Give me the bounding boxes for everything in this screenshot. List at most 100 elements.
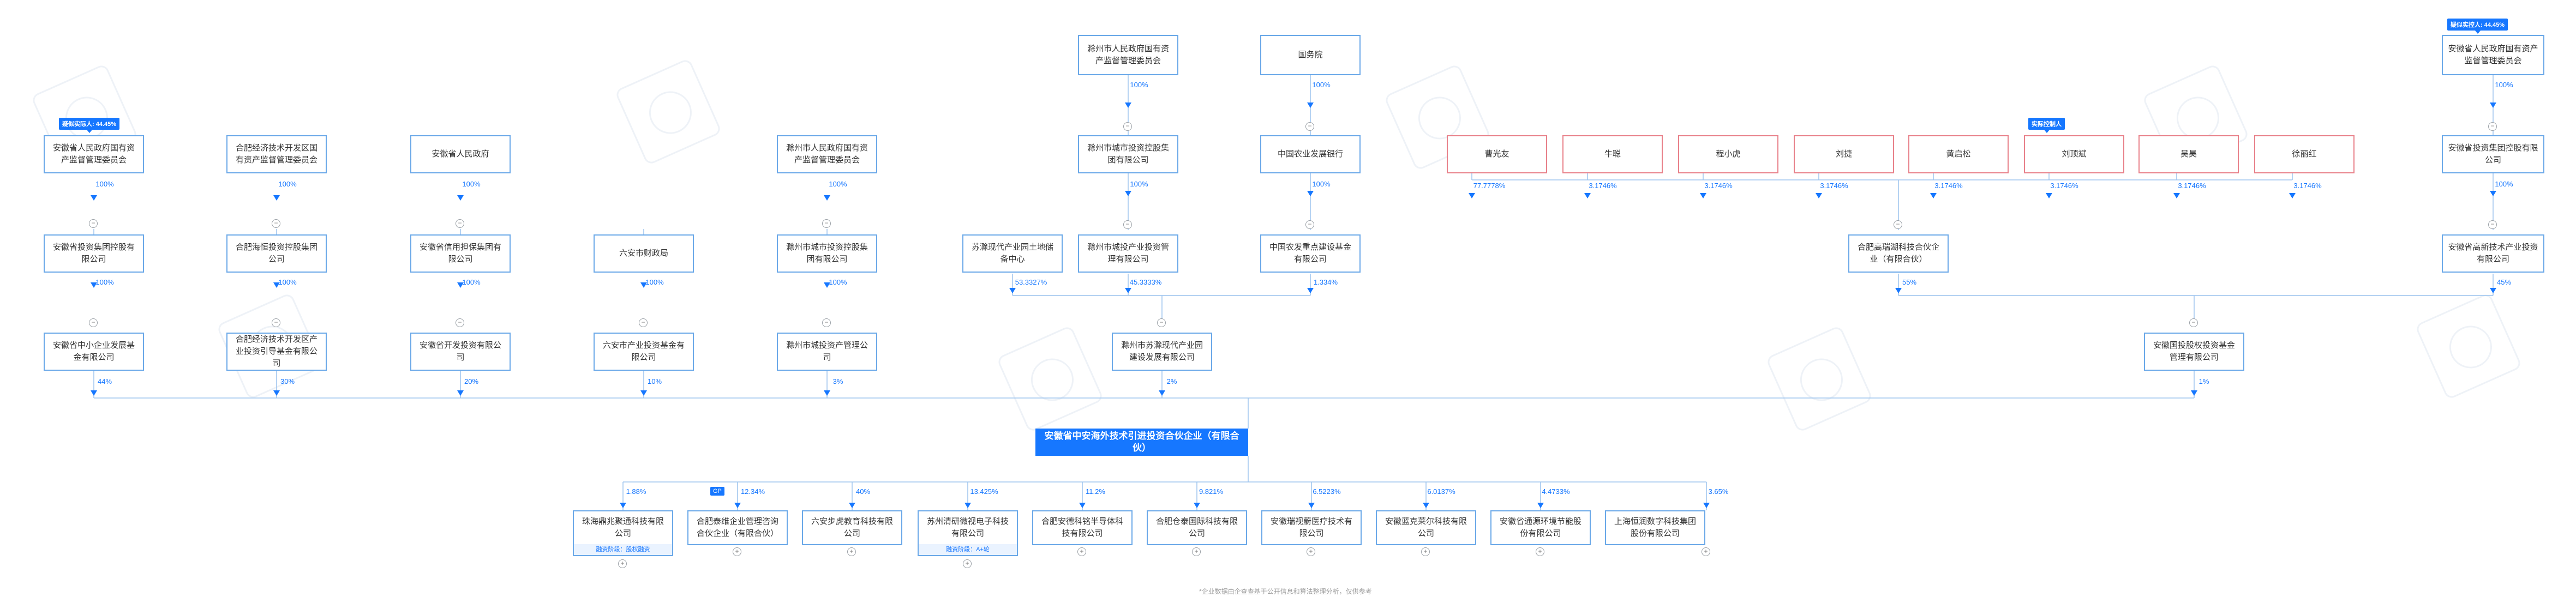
- pct-label: 100%: [95, 278, 114, 286]
- expand-icon[interactable]: +: [1421, 547, 1430, 556]
- pct-label: 1.334%: [1313, 278, 1338, 286]
- collapse-icon[interactable]: −: [2488, 122, 2497, 131]
- investee-node[interactable]: 珠海鼎兆聚通科技有限公司: [573, 510, 673, 545]
- person-node[interactable]: 曹光友: [1447, 135, 1547, 173]
- investee-node[interactable]: 上海恒润数字科技集团股份有限公司: [1605, 510, 1705, 545]
- collapse-icon[interactable]: −: [639, 318, 648, 327]
- pct-label: 4.4733%: [1542, 487, 1570, 496]
- person-node[interactable]: 牛聪: [1562, 135, 1663, 173]
- node-cz-guotou[interactable]: 滁州市城投资产管理公司: [777, 333, 877, 371]
- expand-icon[interactable]: +: [847, 547, 856, 556]
- node-ah-inv-holding[interactable]: 安徽省投资集团控股有限公司: [44, 234, 144, 273]
- collapse-icon[interactable]: −: [1305, 122, 1314, 131]
- collapse-icon[interactable]: −: [1123, 220, 1132, 229]
- node-hf-ruihu[interactable]: 合肥高瑞湖科技合伙企业（有限合伙）: [1848, 234, 1949, 273]
- node-ah-inv-holding-right[interactable]: 安徽省投资集团控股有限公司: [2442, 135, 2544, 173]
- pct-label: 6.0137%: [1427, 487, 1455, 496]
- collapse-icon[interactable]: −: [456, 219, 464, 228]
- pct-label: 12.34%: [740, 487, 765, 496]
- expand-icon[interactable]: +: [1536, 547, 1544, 556]
- node-ah-guarantee[interactable]: 安徽省信用担保集团有限公司: [410, 234, 511, 273]
- person-node[interactable]: 刘捷: [1794, 135, 1894, 173]
- investee-node[interactable]: 六安步虎教育科技有限公司: [802, 510, 902, 545]
- node-cz-city-equity[interactable]: 滁州市城投产业投资管理有限公司: [1078, 234, 1178, 273]
- investee-node[interactable]: 安徽瑞视蔚医疗技术有限公司: [1261, 510, 1362, 545]
- pct-label: 45%: [2496, 278, 2512, 286]
- pct-label: 3.1746%: [2178, 182, 2206, 190]
- node-ah-sasac-right[interactable]: 安徽省人民政府国有资产监督管理委员会: [2442, 35, 2544, 75]
- collapse-icon[interactable]: −: [2488, 220, 2497, 229]
- investee-node[interactable]: 合肥泰维企业管理咨询合伙企业（有限合伙）: [687, 510, 788, 545]
- node-hf-dev-holding[interactable]: 合肥海恒投资控股集团公司: [226, 234, 327, 273]
- expand-icon[interactable]: +: [1192, 547, 1201, 556]
- pct-label: 100%: [1130, 81, 1148, 89]
- controller-tag: 疑似实控人: 44.45%: [2447, 19, 2508, 34]
- pct-label: 100%: [278, 278, 297, 286]
- node-ag-key-fund[interactable]: 中国农发重点建设基金有限公司: [1260, 234, 1361, 273]
- expand-icon[interactable]: +: [1702, 547, 1710, 556]
- node-ah-sme-fund[interactable]: 安徽省中小企业发展基金有限公司: [44, 333, 144, 371]
- node-ag-dev-bank[interactable]: 中国农业发展银行: [1260, 135, 1361, 173]
- node-cz-suchu-park[interactable]: 滁州市苏滁现代产业园建设发展有限公司: [1112, 333, 1212, 371]
- collapse-icon[interactable]: −: [272, 219, 280, 228]
- node-ah-gov[interactable]: 安徽省人民政府: [410, 135, 511, 173]
- pct-label: 3.65%: [1708, 487, 1729, 496]
- pct-label: 100%: [2495, 81, 2513, 89]
- node-cz-city-inv-l[interactable]: 滁州市城市投资控股集团有限公司: [777, 234, 877, 273]
- node-hf-indguide-fund[interactable]: 合肥经济技术开发区产业投资引导基金有限公司: [226, 333, 327, 371]
- pct-label: 100%: [645, 278, 664, 286]
- investee-node[interactable]: 苏州清研微视电子科技有限公司: [918, 510, 1018, 545]
- collapse-icon[interactable]: −: [822, 318, 831, 327]
- investee-node[interactable]: 安徽省通源环境节能股份有限公司: [1490, 510, 1591, 545]
- gp-badge: GP: [710, 487, 724, 496]
- pct-label: 100%: [462, 180, 481, 188]
- collapse-icon[interactable]: −: [1305, 220, 1314, 229]
- pct-label: 1%: [2198, 377, 2209, 385]
- financing-stage: 融资阶段：股权融资: [573, 544, 673, 556]
- node-cz-sasac-l[interactable]: 滁州市人民政府国有资产监督管理委员会: [777, 135, 877, 173]
- collapse-icon[interactable]: −: [1157, 318, 1166, 327]
- node-cz-sasac-top[interactable]: 滁州市人民政府国有资产监督管理委员会: [1078, 35, 1178, 75]
- collapse-icon[interactable]: −: [2189, 318, 2198, 327]
- pct-label: 55%: [1902, 278, 1917, 286]
- node-hf-dev-sasac[interactable]: 合肥经济技术开发区国有资产监督管理委员会: [226, 135, 327, 173]
- pct-label: 100%: [95, 180, 114, 188]
- pct-label: 20%: [464, 377, 479, 385]
- node-ah-venture[interactable]: 安徽省开发投资有限公司: [410, 333, 511, 371]
- person-node[interactable]: 程小虎: [1678, 135, 1778, 173]
- node-sz-industry[interactable]: 苏滁现代产业园土地储备中心: [962, 234, 1063, 273]
- expand-icon[interactable]: +: [963, 559, 972, 568]
- pct-label: 100%: [278, 180, 297, 188]
- collapse-icon[interactable]: −: [1894, 220, 1902, 229]
- expand-icon[interactable]: +: [733, 547, 741, 556]
- node-ah-heqi-fund[interactable]: 安徽国投股权投资基金管理有限公司: [2144, 333, 2244, 371]
- collapse-icon[interactable]: −: [822, 219, 831, 228]
- collapse-icon[interactable]: −: [89, 219, 98, 228]
- node-la-finance[interactable]: 六安市财政局: [594, 234, 694, 273]
- person-node[interactable]: 刘顶斌: [2024, 135, 2124, 173]
- collapse-icon[interactable]: −: [456, 318, 464, 327]
- node-la-industry-fund[interactable]: 六安市产业投资基金有限公司: [594, 333, 694, 371]
- pct-label: 100%: [1130, 180, 1148, 188]
- collapse-icon[interactable]: −: [1123, 122, 1132, 131]
- collapse-icon[interactable]: −: [89, 318, 98, 327]
- node-cz-city-inv[interactable]: 滁州市城市投资控股集团有限公司: [1078, 135, 1178, 173]
- center-company[interactable]: 安徽省中安海外技术引进投资合伙企业（有限合伙）: [1035, 429, 1248, 456]
- investee-node[interactable]: 合肥仓泰国际科技有限公司: [1147, 510, 1247, 545]
- node-ah-sasac-left[interactable]: 安徽省人民政府国有资产监督管理委员会: [44, 135, 144, 173]
- expand-icon[interactable]: +: [1077, 547, 1086, 556]
- expand-icon[interactable]: +: [1307, 547, 1315, 556]
- pct-label: 77.7778%: [1473, 182, 1506, 190]
- pct-label: 100%: [1312, 180, 1331, 188]
- collapse-icon[interactable]: −: [272, 318, 280, 327]
- pct-label: 3%: [832, 377, 843, 385]
- person-node[interactable]: 吴昊: [2138, 135, 2239, 173]
- expand-icon[interactable]: +: [618, 559, 627, 568]
- investee-node[interactable]: 合肥安德科铭半导体科技有限公司: [1032, 510, 1133, 545]
- investee-node[interactable]: 安徽蓝克莱尔科技有限公司: [1376, 510, 1476, 545]
- node-ah-hightech[interactable]: 安徽省高新技术产业投资有限公司: [2442, 234, 2544, 273]
- footnote: *企业数据由企查查基于公开信息和算法整理分析，仅供参考: [1199, 588, 1372, 595]
- person-node[interactable]: 黄启松: [1908, 135, 2009, 173]
- person-node[interactable]: 徐丽红: [2254, 135, 2355, 173]
- node-state-council[interactable]: 国务院: [1260, 35, 1361, 75]
